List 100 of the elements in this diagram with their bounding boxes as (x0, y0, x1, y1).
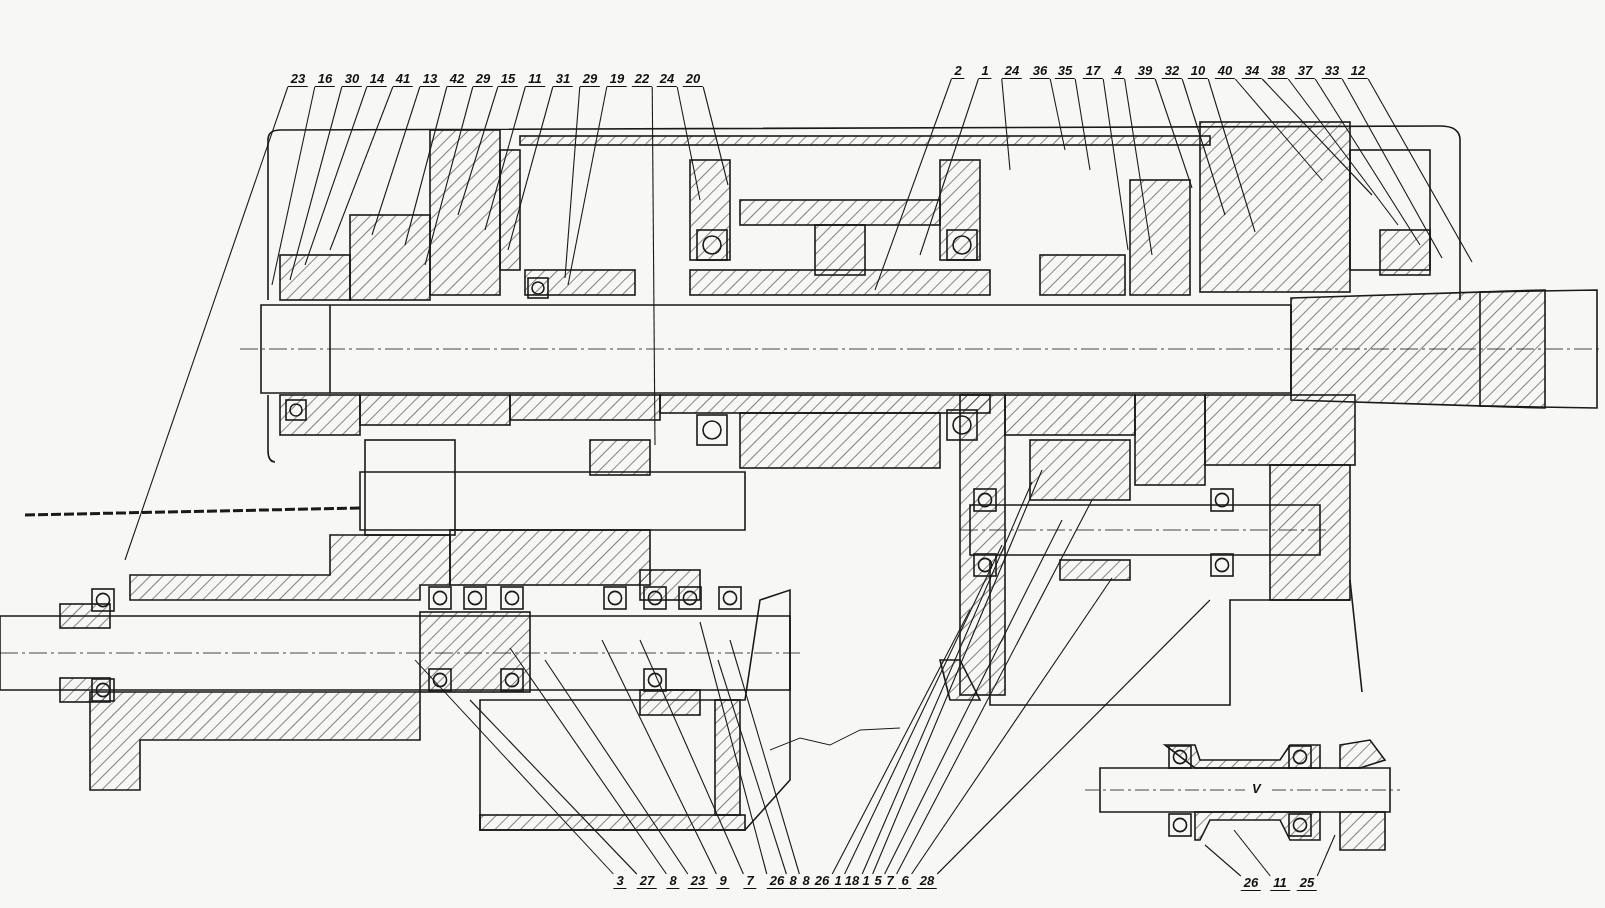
leader-line (271, 86, 316, 286)
callout-number: 23 (287, 72, 309, 87)
callout-number: 27 (636, 874, 658, 889)
callout-number: 28 (916, 874, 938, 889)
leader-line (414, 659, 614, 875)
leader-line (509, 647, 667, 875)
shaft-numeral: V (1252, 782, 1261, 796)
callout-number: 23 (687, 874, 709, 889)
callout-number: 12 (1347, 64, 1369, 79)
callout-number: 42 (446, 72, 468, 87)
callout-number: 6 (898, 874, 912, 889)
callout-number: 24 (1001, 64, 1023, 79)
callout-number: 30 (341, 72, 363, 87)
leader-line (304, 86, 368, 266)
leader-line (639, 639, 744, 875)
callout-number: 1 (831, 874, 845, 889)
callout-number: 41 (392, 72, 414, 87)
callout-number: 32 (1161, 64, 1183, 79)
leader-line (507, 86, 554, 251)
leader-line (651, 86, 656, 446)
callout-number: 20 (682, 72, 704, 87)
callout-number: 25 (1296, 876, 1318, 891)
callout-number: 31 (552, 72, 574, 87)
leader-line (729, 639, 800, 875)
leader-line (1207, 78, 1256, 233)
callout-number: 35 (1054, 64, 1076, 79)
callout-number: 8 (799, 874, 813, 889)
callout-number: 11 (525, 72, 545, 87)
leader-line (1367, 78, 1473, 263)
callout-number: 8 (666, 874, 680, 889)
leader-line (676, 86, 701, 201)
callout-number: 40 (1214, 64, 1236, 79)
leader-line (844, 544, 1003, 875)
callout-number: 29 (579, 72, 601, 87)
leader-line (1074, 78, 1091, 171)
leader-line (1049, 78, 1066, 151)
callout-number: 16 (314, 72, 336, 87)
callout-number: 24 (656, 72, 678, 87)
callout-number: 2 (951, 64, 965, 79)
leader-line (1204, 844, 1242, 877)
leader-line (1124, 78, 1153, 256)
callout-number: 1 (859, 874, 873, 889)
leader-line (1102, 78, 1129, 251)
leader-line (329, 86, 394, 251)
callout-number: 17 (1082, 64, 1104, 79)
callout-number: 8 (786, 874, 800, 889)
callout-number: 26 (766, 874, 788, 889)
leader-line (702, 86, 729, 186)
leader-line (1341, 78, 1443, 259)
leader-line (1001, 78, 1011, 171)
leader-line (936, 599, 1211, 875)
leader-line (424, 86, 474, 266)
leader-line (484, 86, 526, 231)
callout-number: 10 (1187, 64, 1209, 79)
leader-line (831, 609, 971, 875)
callout-number: 4 (1111, 64, 1125, 79)
callout-number: 38 (1267, 64, 1289, 79)
callout-number: 26 (811, 874, 833, 889)
leader-line (919, 78, 979, 256)
leader-line (699, 621, 768, 875)
leader-line (371, 86, 421, 236)
leader-line (896, 499, 1093, 875)
callout-number: 29 (472, 72, 494, 87)
callout-number: 11 (1270, 876, 1290, 891)
callout-number: 1 (978, 64, 992, 79)
callout-number: 34 (1241, 64, 1263, 79)
leader-line (567, 86, 608, 286)
leader-line (1261, 78, 1373, 196)
leader-line (1287, 78, 1399, 226)
leader-line (1234, 78, 1323, 181)
leader-line (1154, 78, 1193, 189)
leader-line (289, 86, 343, 281)
leader-line (404, 86, 448, 246)
leader-line (469, 699, 638, 875)
callout-number: 7 (883, 874, 897, 889)
callout-number: 18 (841, 874, 863, 889)
callout-number: 33 (1321, 64, 1343, 79)
leader-line (911, 577, 1113, 875)
leader-line (124, 86, 289, 561)
leader-line (544, 659, 689, 875)
leader-line (457, 86, 499, 216)
leader-line (1314, 78, 1421, 246)
callout-number: 14 (366, 72, 388, 87)
callout-number: 39 (1134, 64, 1156, 79)
callout-number: 26 (1240, 876, 1262, 891)
leader-line (1181, 78, 1226, 216)
callout-number: 5 (871, 874, 885, 889)
callout-number: 9 (716, 874, 730, 889)
leader-line (874, 78, 952, 291)
callout-number: 3 (613, 874, 627, 889)
leader-line (717, 659, 787, 875)
leader-line (601, 639, 717, 875)
callout-number: 7 (743, 874, 757, 889)
leader-line (884, 519, 1063, 875)
leader-line (564, 86, 581, 279)
callout-number: 15 (497, 72, 519, 87)
callout-number: 19 (606, 72, 628, 87)
leader-line (1316, 834, 1336, 877)
callout-number: 37 (1294, 64, 1316, 79)
callout-number: 13 (419, 72, 441, 87)
